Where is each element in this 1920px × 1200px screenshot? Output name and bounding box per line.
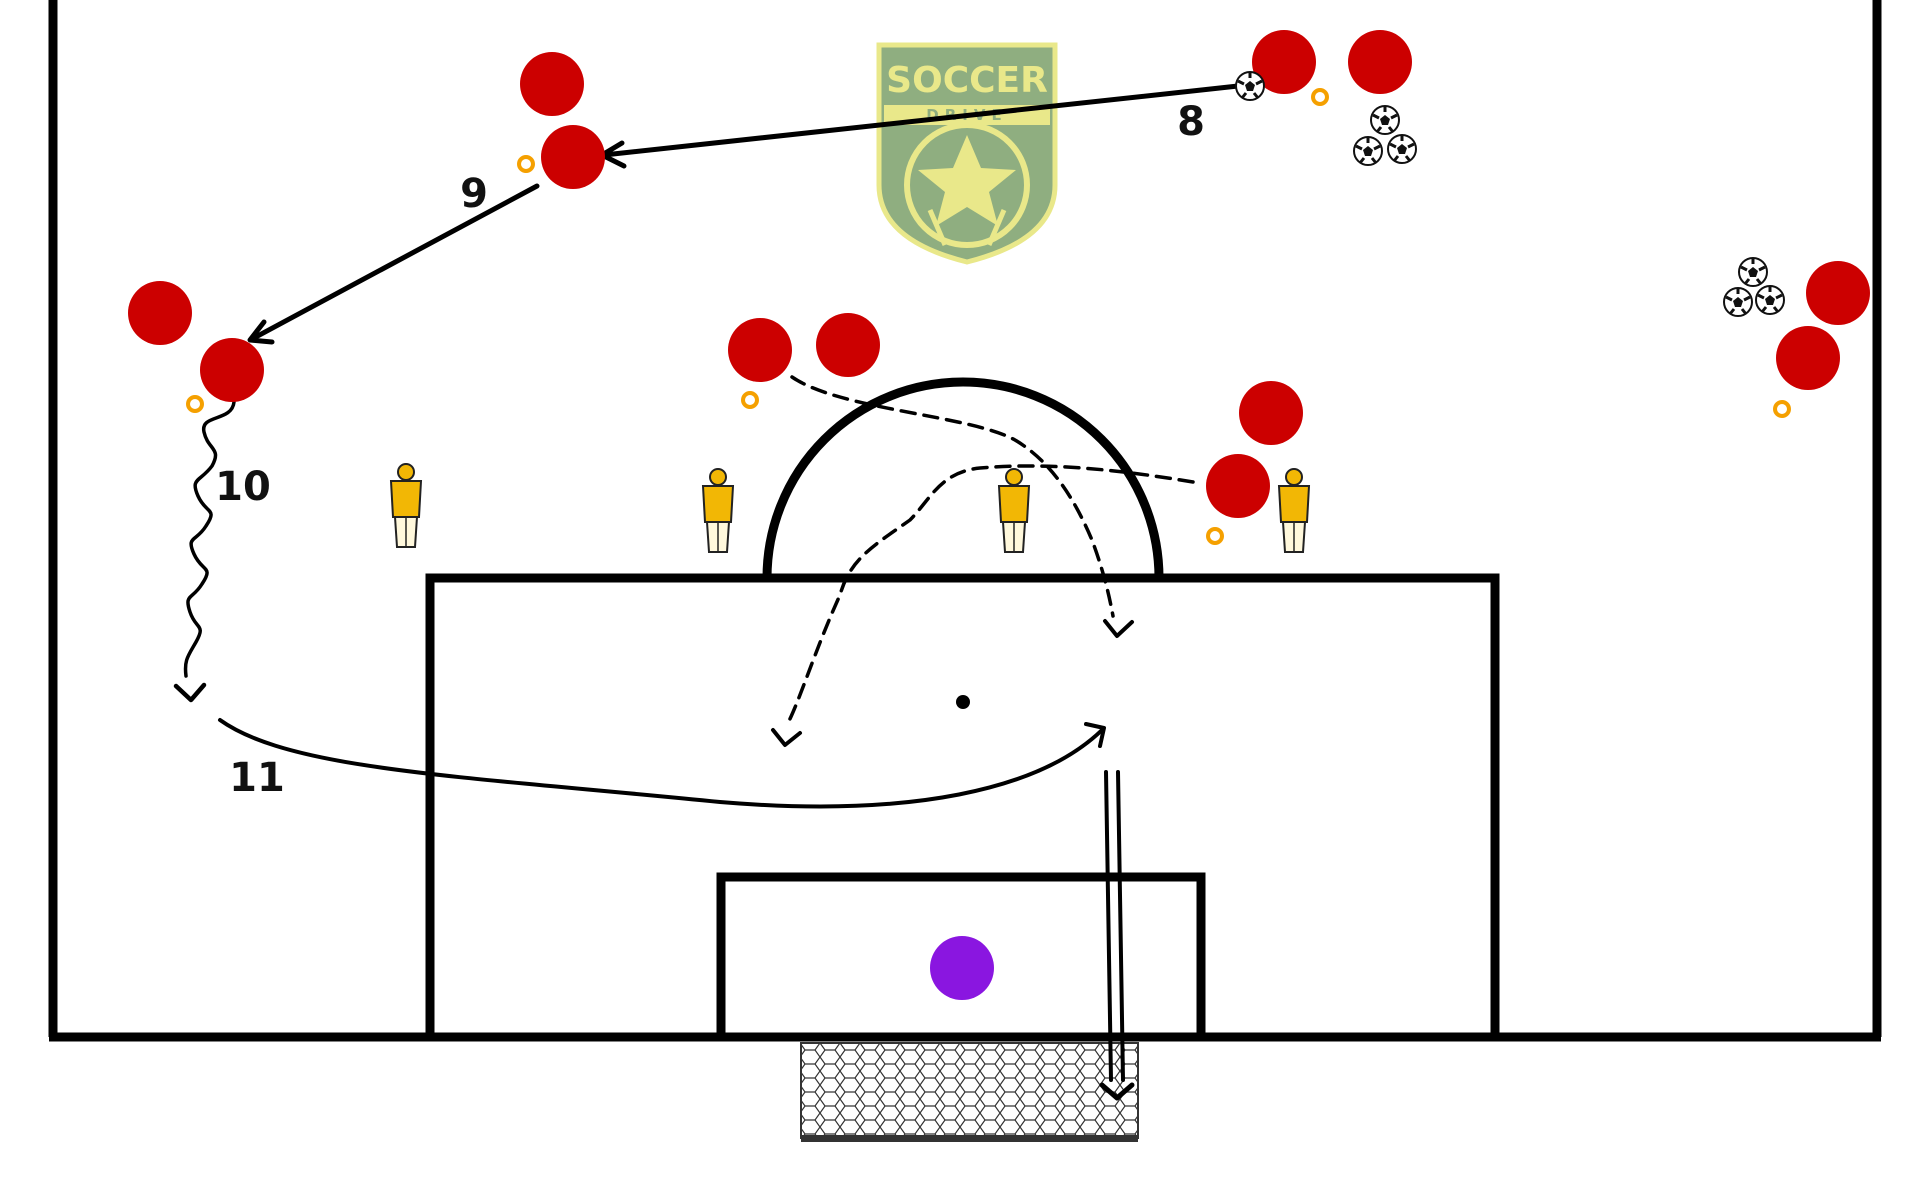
arrowhead-10 <box>173 682 207 703</box>
penalty-area <box>425 573 1500 1037</box>
step-label-10: 10 <box>215 464 271 510</box>
mannequin <box>1277 468 1311 553</box>
arrowhead-far-post <box>771 728 802 747</box>
run-arrow-near-post <box>790 375 1115 618</box>
run-arrow-far-post <box>785 464 1195 727</box>
soccer-ball <box>1353 136 1383 166</box>
soccer-drive-logo: SOCCER DRIVE <box>876 42 1058 265</box>
player <box>128 281 192 345</box>
goalkeeper <box>930 936 994 1000</box>
cone-marker <box>741 391 759 409</box>
soccer-ball <box>1723 287 1753 317</box>
mannequin <box>997 468 1031 553</box>
soccer-ball <box>1387 134 1417 164</box>
soccer-ball <box>1755 285 1785 315</box>
cone-marker <box>1311 88 1329 106</box>
player <box>1239 381 1303 445</box>
mannequins <box>389 463 1311 553</box>
step-label-8: 8 <box>1177 99 1205 145</box>
player <box>541 125 605 189</box>
goal-net <box>800 1042 1139 1139</box>
player <box>816 313 880 377</box>
shot-line-b <box>1116 770 1125 1082</box>
cone-marker <box>1206 527 1224 545</box>
balls <box>1235 71 1785 317</box>
dribble-arrow-10 <box>183 400 236 678</box>
penalty-arc <box>762 377 1164 579</box>
soccer-ball <box>1235 71 1265 101</box>
player <box>1348 30 1412 94</box>
goal-area <box>716 872 1206 1037</box>
cone-marker <box>1773 400 1791 418</box>
player <box>1252 30 1316 94</box>
movement-lines <box>173 83 1241 1101</box>
player <box>520 52 584 116</box>
soccer-ball <box>1370 105 1400 135</box>
pass-arrow-8 <box>601 83 1241 158</box>
soccer-ball <box>1738 257 1768 287</box>
player <box>200 338 264 402</box>
arrowhead-11 <box>1084 722 1106 748</box>
logo-title: SOCCER <box>886 60 1048 101</box>
player <box>728 318 792 382</box>
cone-marker <box>186 395 204 413</box>
arrowhead-near-post <box>1103 619 1134 638</box>
pitch <box>48 0 1882 1042</box>
step-label-11: 11 <box>229 755 285 801</box>
player <box>1806 261 1870 325</box>
goal-net-base <box>801 1135 1138 1142</box>
shot-line-a <box>1104 770 1113 1082</box>
pass-arrow-9 <box>249 183 540 342</box>
arrowhead-9 <box>247 319 275 345</box>
player <box>1206 454 1270 518</box>
player <box>1776 326 1840 390</box>
mannequin <box>389 463 423 548</box>
penalty-spot <box>956 695 970 709</box>
cones <box>186 88 1791 545</box>
cone-marker <box>517 155 535 173</box>
players <box>128 30 1870 518</box>
step-label-9: 9 <box>460 171 488 217</box>
arrowhead-shot <box>1099 1082 1135 1101</box>
cross-arrow-11 <box>218 718 1104 809</box>
mannequin <box>701 468 735 553</box>
